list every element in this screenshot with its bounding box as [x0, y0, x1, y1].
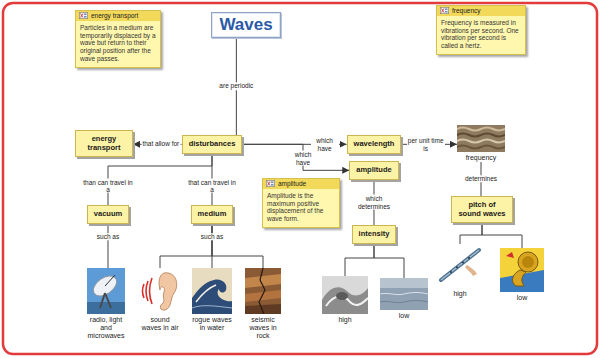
note-box: frequencyFrequency is measured in vibrat…	[436, 5, 526, 55]
note-icon	[266, 180, 275, 187]
connector	[160, 224, 212, 268]
note-header: energy transport	[76, 11, 160, 21]
note-icon	[79, 12, 88, 19]
illustration	[87, 268, 125, 314]
picture-concept: rogue waves in water	[192, 268, 232, 332]
note-box: amplitudeAmplitude is the maximum positi…	[262, 178, 340, 228]
concept-text: energy transport	[82, 135, 126, 152]
frame-border	[3, 3, 597, 354]
link-label: per unit time is	[407, 137, 445, 152]
picture-concept: sound waves in air	[140, 268, 180, 332]
concept-box: amplitude	[349, 161, 398, 180]
note-text: Particles in a medium are temporarily di…	[80, 24, 156, 63]
link-label: that can travel in a	[185, 178, 239, 193]
picture-label: rogue waves in water	[192, 316, 232, 332]
note-heading: amplitude	[278, 180, 306, 188]
concept-box: pitch of sound waves	[451, 196, 513, 223]
illustration	[140, 268, 180, 314]
concept-box: intensity	[352, 225, 397, 244]
picture-label: seismic waves in rock	[245, 316, 281, 340]
picture-label: low	[380, 312, 428, 320]
link-label: such as	[96, 233, 120, 240]
connector	[345, 244, 374, 276]
picture-concept: high	[437, 244, 483, 298]
connector	[482, 223, 522, 248]
note-text: Amplitude is the maximum positive displa…	[267, 192, 335, 223]
note-text: Frequency is measured in vibrations per …	[441, 19, 521, 50]
concept-box: disturbances	[182, 135, 243, 154]
picture-concept: high	[322, 276, 368, 324]
picture-concept: low	[500, 248, 544, 302]
picture-label: radio, light and microwaves	[84, 316, 128, 340]
picture-concept: radio, light and microwaves	[84, 268, 128, 340]
note-body: Particles in a medium are temporarily di…	[76, 21, 160, 67]
note-icon	[440, 7, 449, 14]
concept-text: amplitude	[356, 166, 391, 175]
picture-concept: frequency	[457, 125, 505, 162]
concept-text: vacuum	[94, 210, 122, 219]
illustration	[192, 268, 232, 314]
illustration	[245, 268, 281, 314]
illustration	[380, 278, 428, 310]
illustration	[500, 248, 544, 292]
title-text: Waves	[219, 15, 272, 35]
connector	[374, 244, 404, 278]
connector	[107, 224, 108, 268]
picture-label: high	[437, 290, 483, 298]
picture-label: low	[500, 294, 544, 302]
picture-concept: seismic waves in rock	[245, 268, 281, 340]
link-label: which have	[289, 151, 317, 166]
connector	[212, 224, 263, 268]
concept-box: wavelength	[347, 135, 402, 154]
link-label: are periodic	[218, 83, 254, 90]
link-label: than can travel in a	[81, 178, 135, 193]
picture-label: high	[322, 316, 368, 324]
concept-text: pitch of sound waves	[458, 201, 506, 218]
concept-text: medium	[198, 210, 227, 219]
picture-label: frequency	[457, 154, 505, 162]
concept-text: disturbances	[189, 140, 236, 149]
link-label: determines	[464, 175, 498, 182]
concept-text: wavelength	[354, 140, 395, 149]
note-heading: energy transport	[91, 12, 138, 20]
illustration	[322, 276, 368, 314]
connector	[460, 223, 482, 244]
illustration	[437, 244, 483, 288]
concept-text: intensity	[359, 230, 390, 239]
concept-box: energy transport	[75, 130, 133, 157]
picture-label: sound waves in air	[140, 316, 180, 332]
note-heading: frequency	[452, 7, 481, 15]
concept-box: medium	[191, 205, 234, 224]
link-label: which determines	[353, 195, 395, 210]
note-header: frequency	[437, 6, 525, 16]
note-header: amplitude	[263, 179, 339, 189]
note-body: Amplitude is the maximum positive displa…	[263, 189, 339, 227]
picture-concept: low	[380, 278, 428, 320]
note-body: Frequency is measured in vibrations per …	[437, 16, 525, 54]
link-label: which have	[311, 137, 339, 152]
note-box: energy transportParticles in a medium ar…	[75, 10, 161, 68]
link-label: that allow for	[141, 141, 180, 148]
concept-box: vacuum	[87, 205, 129, 224]
illustration	[457, 125, 505, 152]
title-box: Waves	[211, 12, 280, 38]
link-label: such as	[200, 233, 224, 240]
